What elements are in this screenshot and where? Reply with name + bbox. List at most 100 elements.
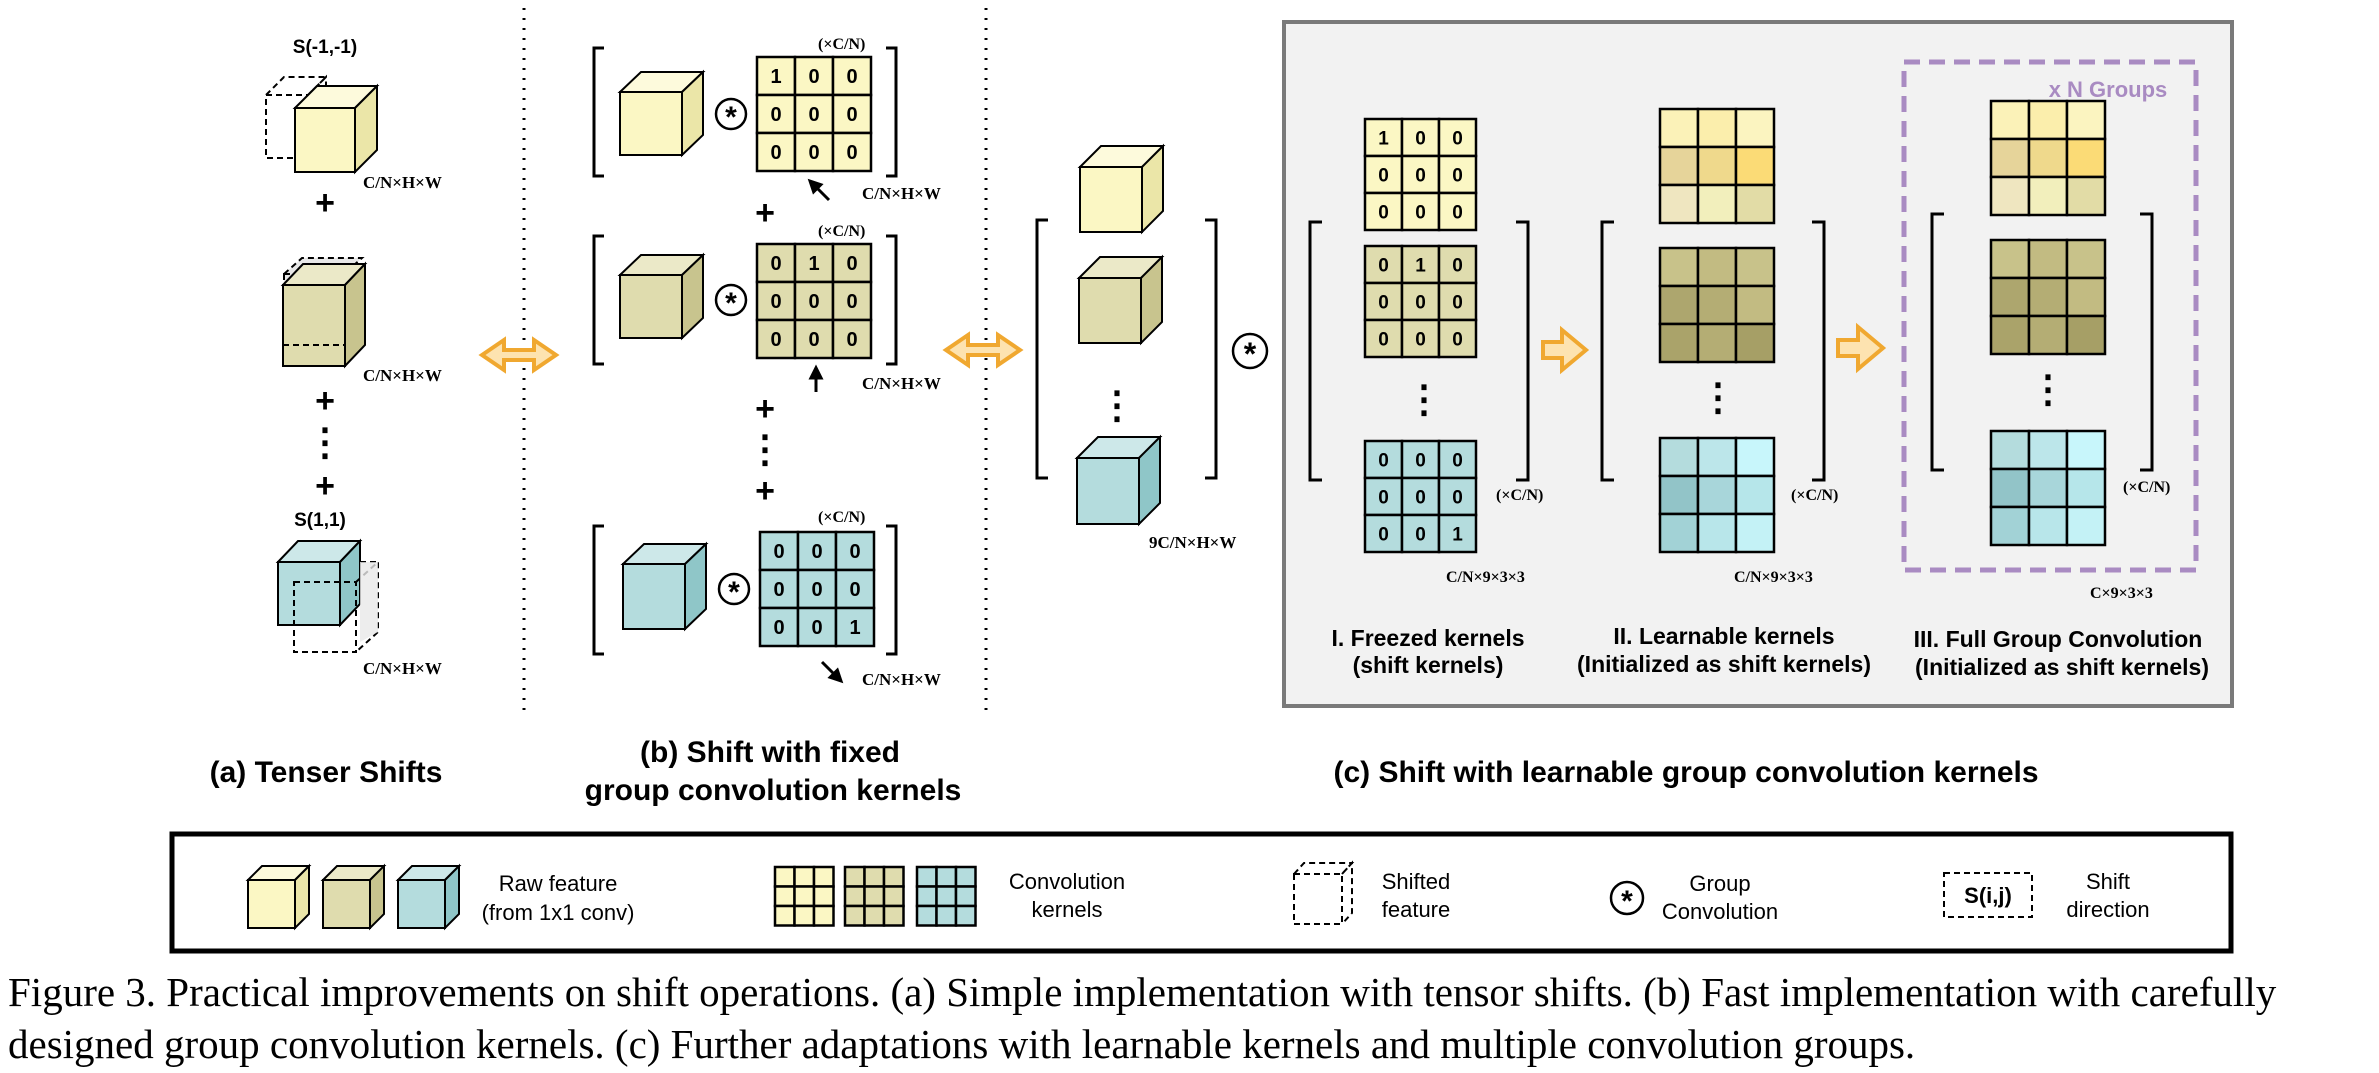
feature-cube-b2	[617, 252, 706, 341]
kernel-cell	[1734, 107, 1776, 149]
legend: Raw feature (from 1x1 conv) Convolution …	[169, 831, 2234, 954]
kernel-cell	[793, 885, 816, 908]
kernel-cell	[755, 280, 797, 322]
kernel-cell	[2027, 429, 2069, 471]
kernel-value: 0	[1415, 524, 1426, 545]
kernel-cell	[1658, 246, 1700, 288]
kernel-cell	[1658, 512, 1700, 554]
kernel-value: 0	[846, 104, 857, 126]
double-arrow-1	[478, 336, 560, 374]
kernel-cell	[1400, 191, 1441, 232]
kdim-c2: C/N×9×3×3	[1734, 569, 1813, 586]
legend-shift-label: S(i,j)	[1964, 883, 2012, 908]
kernel-cell	[2027, 137, 2069, 179]
kernel-cell	[2065, 175, 2107, 217]
kernel-cell	[1658, 436, 1700, 478]
kernel-cell	[755, 318, 797, 360]
kernel-cell	[773, 885, 796, 908]
legend-shifted-line2: feature	[1382, 897, 1451, 922]
kernel-cell	[1658, 183, 1700, 225]
kernel-value: 0	[846, 329, 857, 351]
kernel-cell	[843, 904, 866, 927]
kernel-cell	[843, 885, 866, 908]
feature-cube-b1	[617, 69, 706, 158]
kernel-cell	[2027, 467, 2069, 509]
svg-text:*: *	[1621, 885, 1633, 918]
kernel-cell	[758, 606, 800, 648]
mult-c3: (×C/N)	[2123, 479, 2170, 496]
kernel-cell	[1363, 318, 1404, 359]
svg-text:*: *	[725, 101, 737, 134]
kernel-value: 0	[1378, 255, 1389, 276]
kernel-value: 0	[811, 579, 822, 601]
kernel-cell	[2065, 314, 2107, 356]
conv-symbol-b3: *	[717, 572, 751, 609]
kernel-cell	[1734, 183, 1776, 225]
kernel-value: 0	[808, 142, 819, 164]
svg-text:*: *	[1244, 336, 1257, 372]
kernel-value: 0	[808, 104, 819, 126]
kernel-cell	[1989, 137, 2031, 179]
stack-cube-olive	[1076, 254, 1165, 346]
kernel-value: 0	[1415, 292, 1426, 313]
dots-stack: ⋮	[1098, 385, 1136, 427]
kernel-cell	[812, 865, 835, 888]
kernel-cell	[915, 904, 938, 927]
kernel-value: 0	[811, 617, 822, 639]
kernel-value: 0	[1452, 292, 1463, 313]
kernel-cell	[1696, 322, 1738, 364]
kernel-cell	[1363, 154, 1404, 195]
legend-group-line2: Convolution	[1662, 899, 1778, 924]
legend-kernel-olive	[843, 865, 905, 927]
kernel-value: 0	[770, 142, 781, 164]
kernel-cell	[863, 865, 886, 888]
kernel-cell	[831, 131, 873, 173]
kernel-cell	[882, 865, 905, 888]
kernel-value: 1	[808, 253, 819, 275]
kernel-value: 1	[1378, 128, 1389, 149]
learnable-kernel-1	[1658, 107, 1776, 225]
figure-canvas: S(-1,-1) C/N×H×W + C/N×H×W + ⋮ + S(1,1)	[169, 8, 2234, 954]
kernel-cell	[1658, 145, 1700, 187]
kernel-cell	[954, 865, 977, 888]
kernel-value: 0	[1415, 329, 1426, 350]
kernel-cell	[882, 885, 905, 908]
kernel-value: 0	[1378, 292, 1389, 313]
kernel-cell	[2027, 238, 2069, 280]
kernel-cell	[1400, 318, 1441, 359]
kernel-value: 0	[808, 329, 819, 351]
kernel-value: 0	[770, 104, 781, 126]
kdim-c3: C×9×3×3	[2090, 585, 2153, 602]
kernel-cell	[1437, 191, 1478, 232]
panel-c-title: (c) Shift with learnable group convoluti…	[1333, 756, 2038, 789]
kernel-value: 0	[1378, 524, 1389, 545]
kernel-cell	[1363, 244, 1404, 285]
sub2-line1: II. Learnable kernels	[1613, 623, 1834, 649]
mult-c2: (×C/N)	[1791, 487, 1838, 504]
bracket-right-k3	[2140, 212, 2154, 472]
legend-dir-line1: Shift	[2086, 869, 2130, 894]
kernel-cell	[1989, 276, 2031, 318]
kernel-value: 1	[1452, 524, 1463, 545]
feature-cube-mid	[280, 261, 368, 369]
svg-text:*: *	[725, 287, 737, 320]
kernel-value: 0	[1452, 202, 1463, 223]
kernel-cell	[1989, 238, 2031, 280]
mult-c1: (×C/N)	[1496, 487, 1543, 504]
sub2-line2: (Initialized as shift kernels)	[1577, 651, 1871, 677]
kernel-cell	[773, 904, 796, 927]
block-arrow-1	[1541, 325, 1590, 375]
kernel-value: 0	[1452, 487, 1463, 508]
double-arrow-2	[942, 331, 1024, 369]
groups-label: x N Groups	[2049, 77, 2168, 102]
feature-cube-top	[292, 83, 380, 175]
kernel-cell	[1658, 107, 1700, 149]
kernel-value: 0	[1415, 487, 1426, 508]
kernel-cell	[1437, 117, 1478, 158]
dim-label-a3: C/N×H×W	[363, 659, 442, 678]
bracket-right-k2	[1812, 220, 1826, 482]
